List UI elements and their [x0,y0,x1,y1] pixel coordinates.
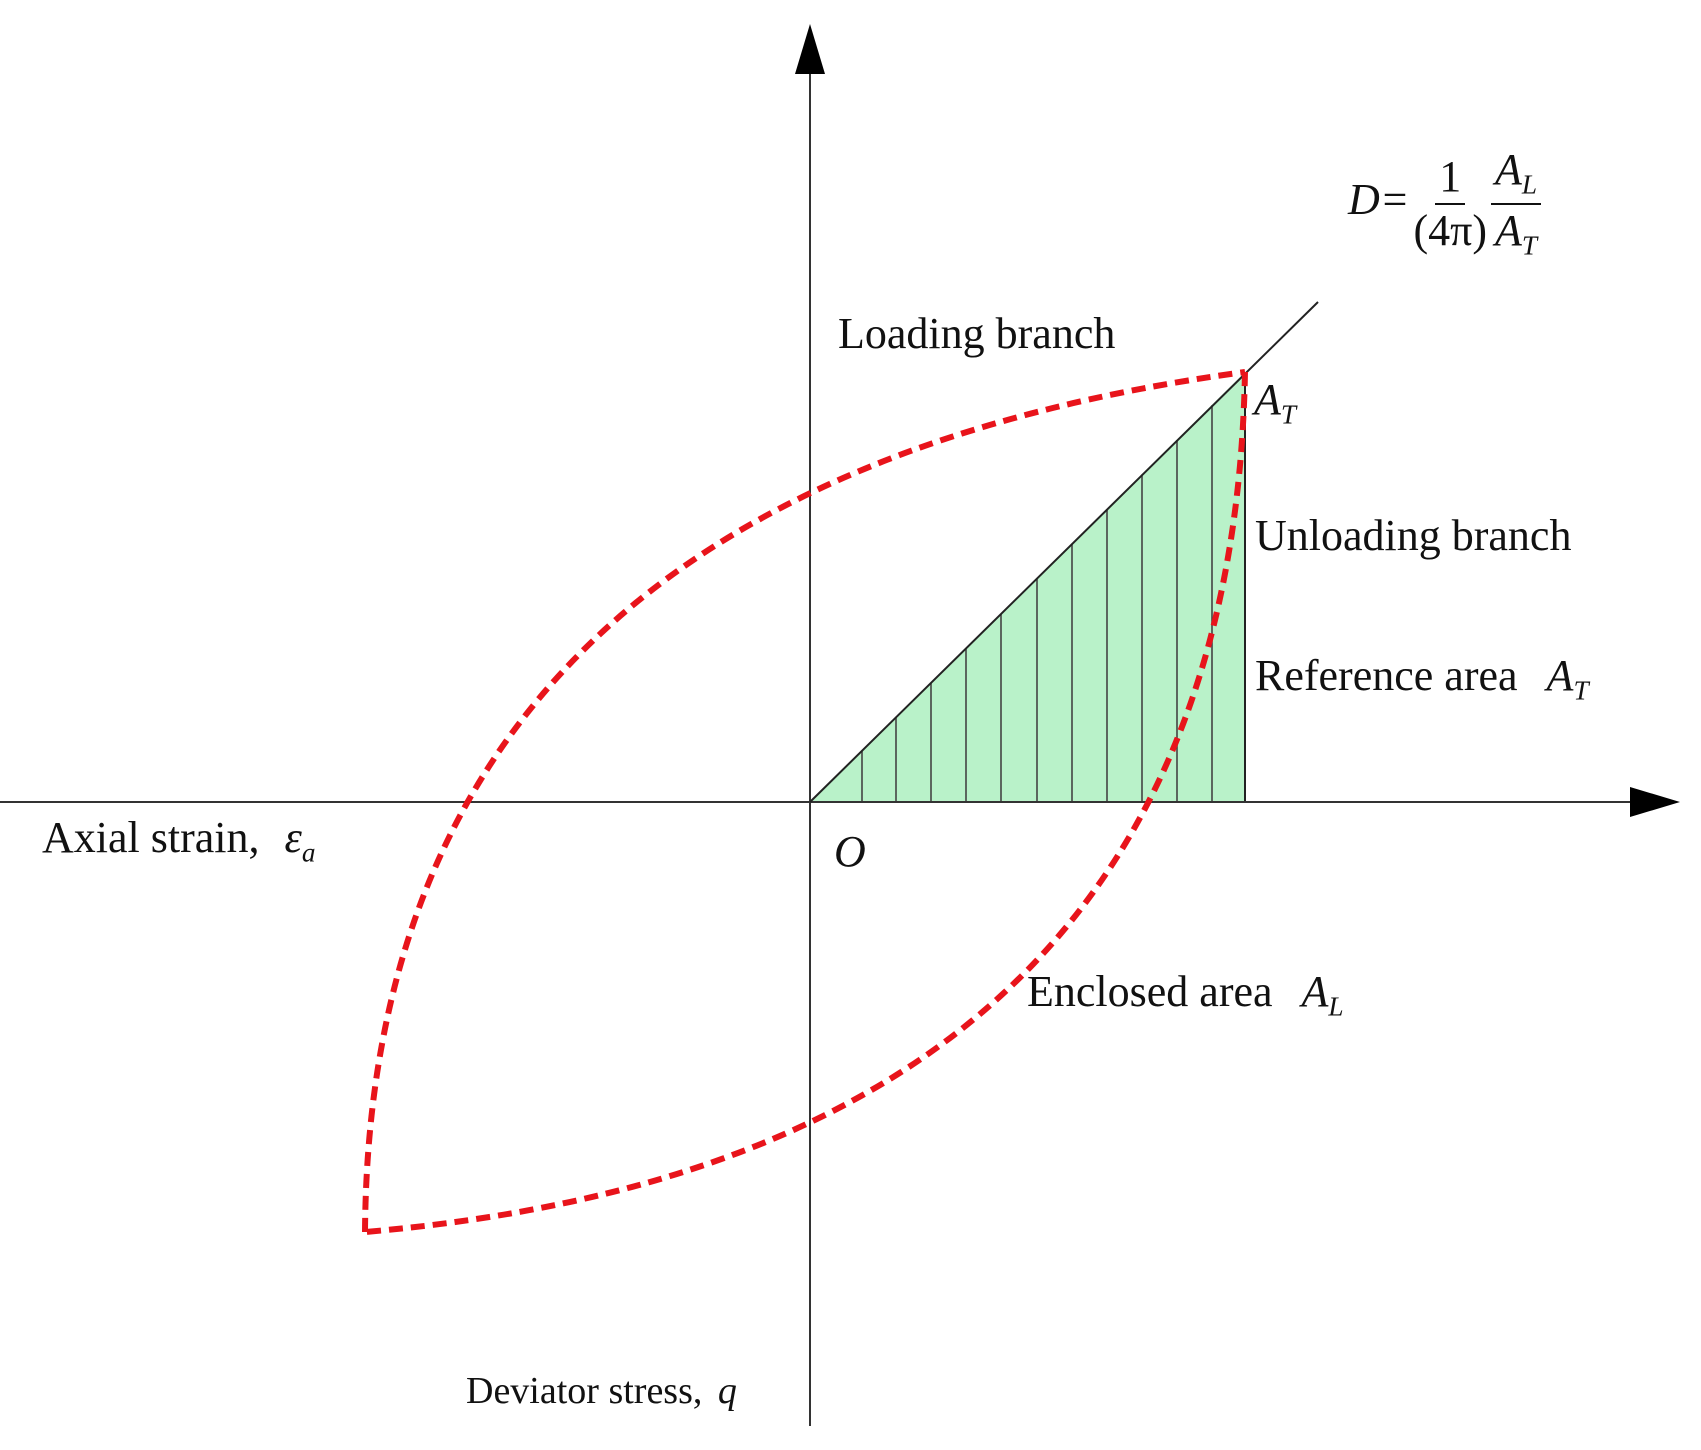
enclosed-area-text: Enclosed area [1027,967,1273,1016]
x-axis-symbol: ε [284,813,302,862]
formula-fraction-1-denominator: (4π) [1413,205,1487,255]
unloading-branch-label: Unloading branch [1255,511,1572,560]
formula-fraction-1-numerator: 1 [1435,154,1466,205]
loading-branch-label: Loading branch [838,309,1116,358]
x-axis-label-text: Axial strain, [42,813,260,862]
point-at-symbol: A [1254,375,1281,424]
y-axis-label: Deviator stress, q [466,1372,737,1410]
origin-label: O [834,827,866,876]
reference-diagonal-line [809,301,1319,803]
formula-al-symbol: A [1495,145,1522,194]
y-axis-arrow [795,24,825,74]
x-axis-arrow [1630,787,1680,817]
enclosed-area-symbol: A [1301,967,1329,1016]
formula-al-subscript: L [1521,169,1538,200]
point-at-label: AT [1254,378,1296,429]
enclosed-area-subscript: L [1328,991,1344,1022]
loading-branch-curve [362,369,1246,1233]
y-axis-label-text: Deviator stress, [466,1370,703,1412]
y-axis-symbol: q [717,1370,737,1412]
formula-fraction-2-denominator: AT [1491,205,1541,260]
reference-area-symbol: A [1546,651,1574,700]
reference-area-text: Reference area [1255,651,1518,700]
formula-fraction-2-numerator: AL [1491,145,1542,205]
formula-at-symbol: A [1495,205,1522,255]
point-at-subscript: T [1280,399,1297,430]
x-axis-symbol-subscript: a [301,837,316,868]
reference-area-subscript: T [1573,675,1589,706]
formula-lhs: D= [1348,174,1410,224]
formula-at-subscript: T [1521,230,1538,261]
unloading-branch-curve [364,371,1248,1235]
x-axis-label: Axial strain, εa [42,816,316,867]
reference-area-label: Reference area AT [1255,654,1589,705]
enclosed-area-label: Enclosed area AL [1027,970,1344,1021]
formula-fraction-1: 1(4π) [1409,154,1491,255]
